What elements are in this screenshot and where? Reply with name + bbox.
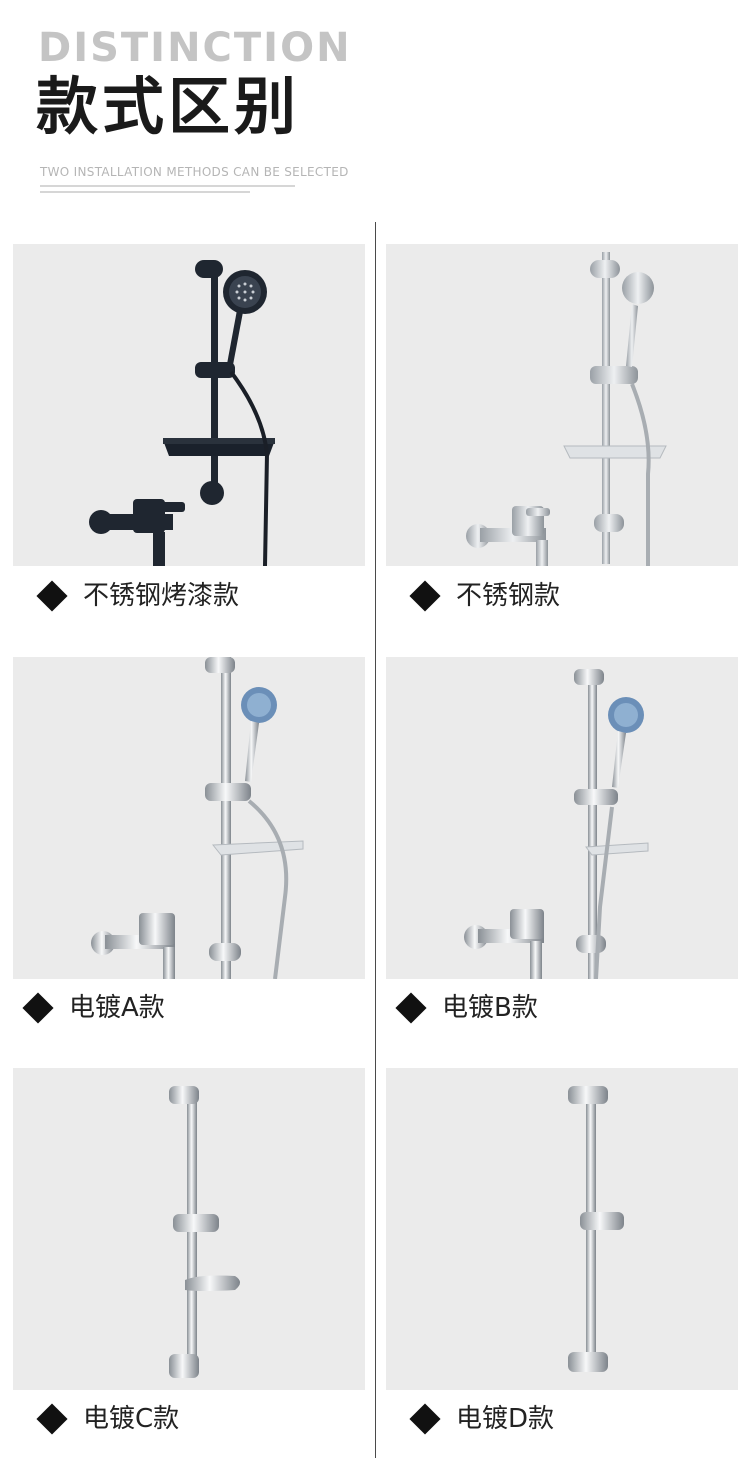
product-image-steel-shower-set <box>386 244 738 566</box>
product-card-4[interactable] <box>386 657 738 979</box>
product-card-1[interactable] <box>13 244 365 566</box>
decorative-lines <box>40 185 300 197</box>
product-label-2: 不锈钢款 <box>409 576 560 616</box>
product-image-chrome-d-slide-bar <box>386 1068 738 1390</box>
product-card-5[interactable] <box>13 1068 365 1390</box>
product-image-black-shower-set <box>13 244 365 566</box>
diamond-bullet-icon <box>409 1403 441 1435</box>
product-image-chrome-c-slide-bar <box>13 1068 365 1390</box>
diamond-bullet-icon <box>36 580 68 612</box>
diamond-bullet-icon <box>22 992 54 1024</box>
product-card-6[interactable] <box>386 1068 738 1390</box>
product-label-5: 电镀C款 <box>36 1399 179 1439</box>
product-label-4: 电镀B款 <box>395 988 538 1028</box>
diamond-bullet-icon <box>36 1403 68 1435</box>
diamond-bullet-icon <box>409 580 441 612</box>
page-subtitle: TWO INSTALLATION METHODS CAN BE SELECTED <box>40 165 349 179</box>
column-divider <box>375 222 376 1458</box>
product-label-3: 电镀A款 <box>22 988 165 1028</box>
page-title: 款式区别 <box>36 70 301 143</box>
product-image-chrome-a-shower-set <box>13 657 365 979</box>
product-card-2[interactable] <box>386 244 738 566</box>
page-title-english: DISTINCTION <box>38 25 352 71</box>
diamond-bullet-icon <box>395 992 427 1024</box>
product-label-6: 电镀D款 <box>409 1399 554 1439</box>
product-label-1: 不锈钢烤漆款 <box>36 576 239 616</box>
product-card-3[interactable] <box>13 657 365 979</box>
product-image-chrome-b-shower-set <box>386 657 738 979</box>
